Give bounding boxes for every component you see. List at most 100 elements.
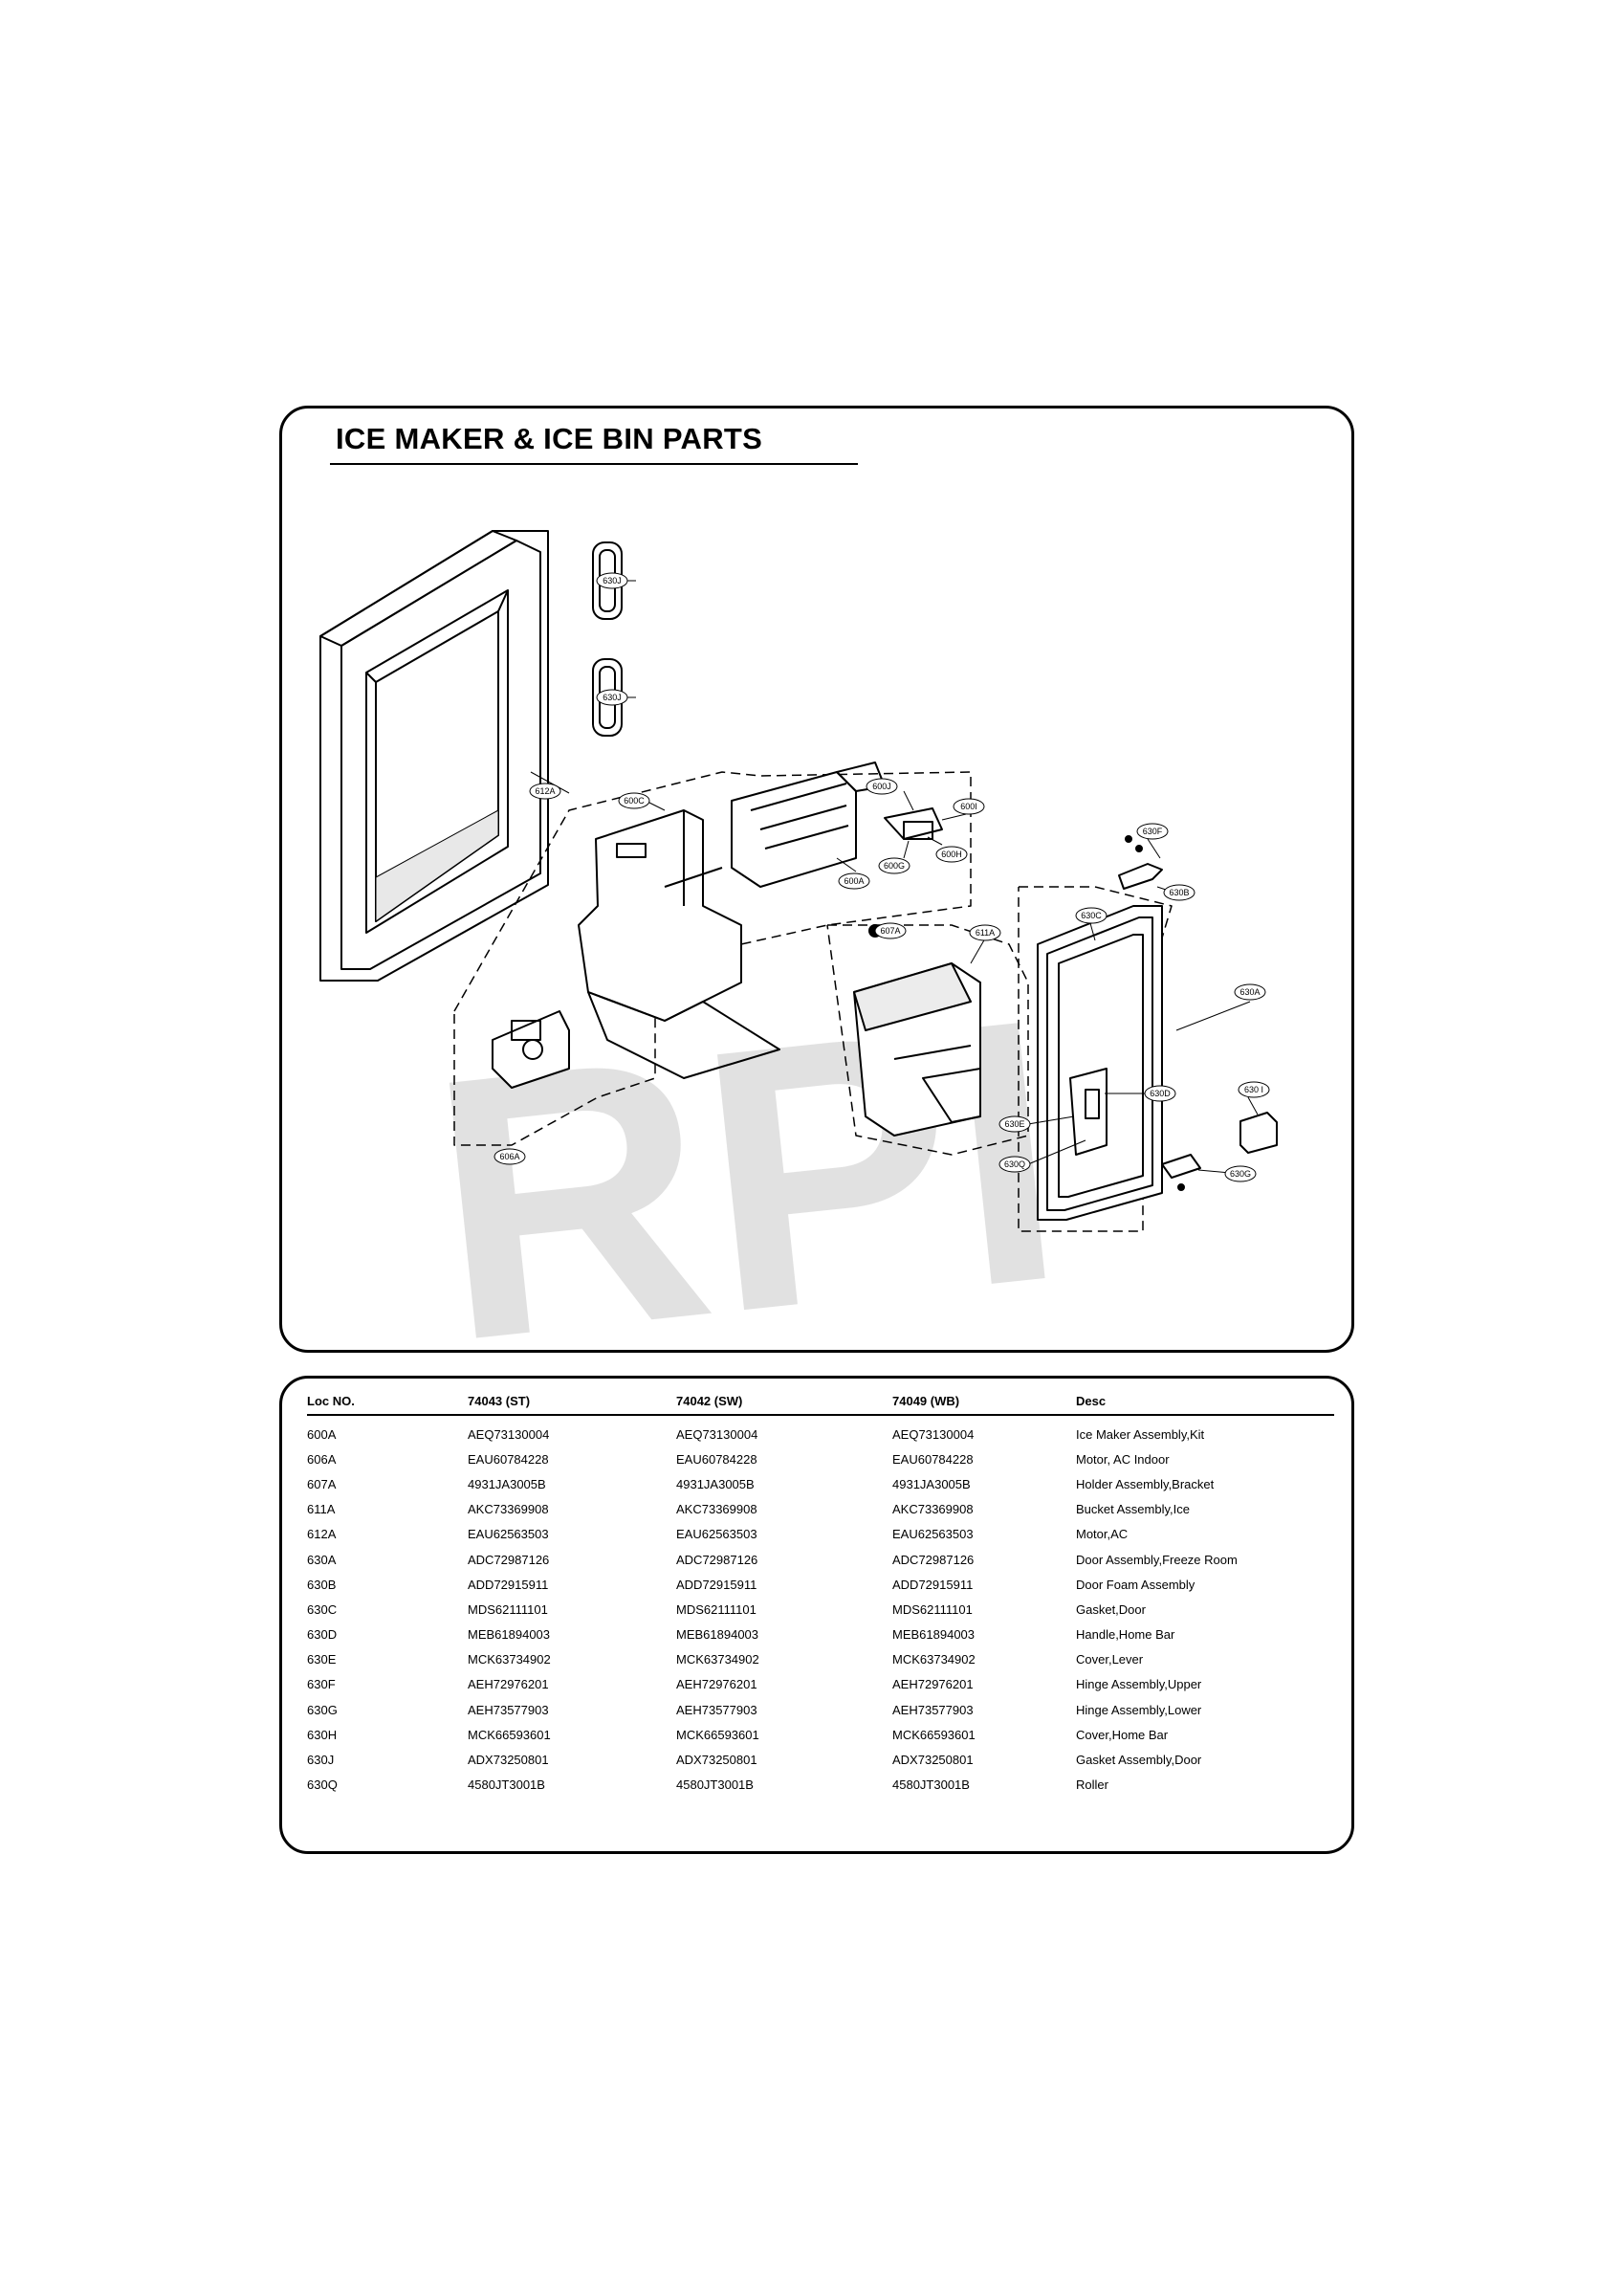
part-sw-cell: MCK63734902 (676, 1652, 759, 1667)
part-wb-cell: MEB61894003 (892, 1627, 976, 1643)
part-st-cell: AEH73577903 (468, 1702, 549, 1717)
home-bar-cover-illustration (1239, 1112, 1278, 1154)
ice-maker-assembly-illustration (731, 762, 886, 888)
callout-label: 630C (1075, 907, 1108, 924)
desc-cell: Hinge Assembly,Upper (1076, 1677, 1202, 1692)
callout-oval (935, 846, 968, 863)
column-header-loc-no: Loc NO. (307, 1392, 468, 1416)
callout-label: 611A (969, 924, 1001, 941)
desc-cell: Cover,Lever (1076, 1652, 1144, 1667)
callout-text: 630J (603, 693, 622, 702)
loc-no-cell: 630Q (307, 1777, 338, 1793)
loc-no-cell: 630H (307, 1727, 338, 1742)
desc-cell: Holder Assembly,Bracket (1076, 1476, 1215, 1491)
callout-oval (1238, 1081, 1270, 1098)
callout-oval (998, 1115, 1031, 1133)
callout-text: 607A (880, 926, 900, 936)
part-wb-cell: AEQ73130004 (892, 1426, 975, 1442)
door-group-outline (1018, 886, 1173, 1232)
column-header-74043-st: 74043 (ST) (468, 1392, 676, 1416)
callout-oval (1144, 1085, 1176, 1102)
callout-label: 630J (596, 572, 628, 589)
callout-oval (618, 792, 650, 809)
diagram-panel: ICE MAKER & ICE BIN PARTS RPI (279, 406, 1354, 1353)
part-st-cell: ADD72915911 (468, 1577, 549, 1592)
callout-text: 630B (1169, 888, 1189, 897)
callout-oval (493, 1148, 526, 1165)
part-st-cell: MEB61894003 (468, 1627, 551, 1643)
loc-no-cell: 630E (307, 1652, 337, 1667)
callout-label: 630B (1163, 884, 1195, 901)
loc-no-cell: 611A (307, 1502, 336, 1517)
callout-text: 630D (1150, 1089, 1171, 1098)
part-st-cell: MDS62111101 (468, 1601, 548, 1617)
callout-oval (529, 783, 561, 800)
callout-text: 600A (844, 876, 864, 886)
ice-bucket-illustration (853, 962, 981, 1137)
motor-illustration (492, 1010, 570, 1089)
part-sw-cell: 4580JT3001B (676, 1777, 754, 1793)
callout-label: 600I (953, 798, 985, 815)
callout-oval (878, 857, 910, 874)
callout-label: 600C (618, 792, 650, 809)
desc-cell: Motor,AC (1076, 1527, 1129, 1542)
part-sw-cell: ADX73250801 (676, 1753, 757, 1768)
part-sw-cell: ADC72987126 (676, 1552, 758, 1567)
callout-text: 600G (884, 861, 905, 871)
callout-label: 600G (878, 857, 910, 874)
callout-leader-lines (530, 771, 1259, 1175)
callout-oval (969, 924, 1001, 941)
callout-label: 607A (874, 922, 907, 939)
part-st-cell: MCK66593601 (468, 1727, 551, 1742)
callout-oval (1234, 983, 1266, 1001)
part-sw-cell: MCK66593601 (676, 1727, 759, 1742)
part-st-cell: AEH72976201 (468, 1677, 549, 1692)
parts-table-panel: Loc NO. 74043 (ST) 74042 (SW) 74049 (WB)… (279, 1376, 1354, 1854)
assembly-group-outline (453, 771, 972, 1146)
callout-oval (1136, 823, 1169, 840)
table-header-row: Loc NO. 74043 (ST) 74042 (SW) 74049 (WB)… (307, 1392, 1334, 1416)
part-sw-cell: AEH72976201 (676, 1677, 757, 1692)
callout-oval (596, 689, 628, 706)
callout-text: 600I (960, 802, 977, 811)
desc-cell: Hinge Assembly,Lower (1076, 1702, 1202, 1717)
parts-table: Loc NO. 74043 (ST) 74042 (SW) 74049 (WB)… (307, 1392, 1334, 1798)
loc-no-cell: 607A (307, 1476, 337, 1491)
column-header-74049-wb: 74049 (WB) (892, 1392, 1076, 1416)
loc-no-cell: 630B (307, 1577, 337, 1592)
part-st-cell: AKC73369908 (468, 1502, 549, 1517)
part-wb-cell: EAU62563503 (892, 1527, 974, 1542)
part-wb-cell: ADC72987126 (892, 1552, 975, 1567)
callout-oval (998, 1156, 1031, 1173)
part-st-cell: ADX73250801 (468, 1753, 549, 1768)
callout-text: 630A (1239, 987, 1260, 997)
callout-text: 630J (603, 576, 622, 585)
title-underline (330, 463, 858, 465)
part-wb-cell: 4931JA3005B (892, 1476, 971, 1491)
callout-text: 600J (872, 782, 891, 791)
callout-text: 600H (941, 850, 962, 859)
callout-oval (953, 798, 985, 815)
part-sw-cell: AEH73577903 (676, 1702, 757, 1717)
callout-oval (874, 922, 907, 939)
desc-cell: Cover,Home Bar (1076, 1727, 1169, 1742)
callout-label: 630F (1136, 823, 1169, 840)
part-wb-cell: ADX73250801 (892, 1753, 974, 1768)
home-bar-frame-illustration (319, 530, 549, 982)
column-header-desc: Desc (1076, 1392, 1334, 1416)
ice-maker-small-parts-illustration (884, 807, 943, 840)
door-assembly-illustration (1037, 905, 1163, 1221)
part-wb-cell: AEH73577903 (892, 1702, 974, 1717)
